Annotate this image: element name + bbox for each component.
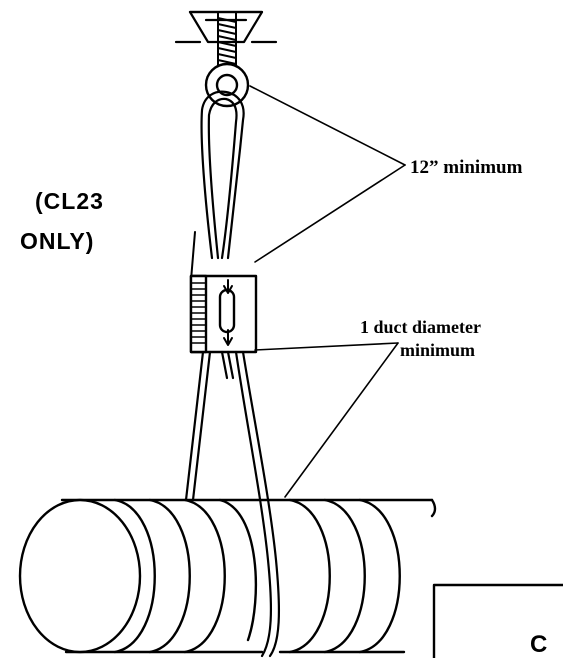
leader-lines [249, 85, 406, 498]
corner-caption-fragment: C [530, 631, 548, 658]
cable-lock [189, 274, 258, 354]
ceiling-anchor [174, 10, 278, 44]
duct-diameter-label-line1: 1 duct diameter [360, 317, 481, 337]
upper-cable-loop [190, 90, 245, 281]
duct [18, 498, 437, 654]
threaded-rod [217, 11, 237, 73]
lower-cable-strands [184, 350, 281, 658]
twelve-inch-minimum-label: 12” minimum [410, 157, 523, 178]
duct-diameter-label-line2: minimum [400, 340, 476, 360]
eye-bolt [204, 62, 250, 108]
cl23-note-line1: (CL23 [35, 188, 104, 214]
cl23-note-line2: ONLY) [20, 228, 95, 254]
corner-frame [432, 583, 563, 658]
